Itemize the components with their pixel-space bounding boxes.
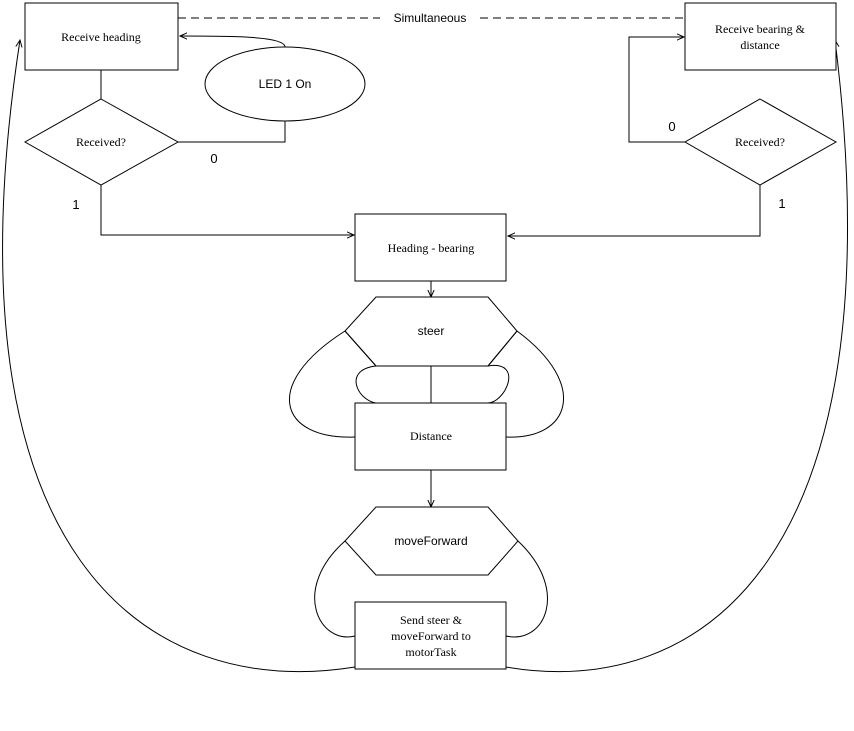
led-on-label: LED 1 On [259, 77, 312, 91]
steer-loop-outer-left [289, 330, 356, 438]
send-to-motortask-box [354, 601, 507, 670]
steer-loop-inner-right [485, 365, 510, 404]
moveforward-label: moveForward [394, 534, 467, 548]
moveforward-loop-left [314, 540, 356, 638]
receive-bearing-label-line2: distance [740, 38, 779, 52]
return-loop-right [505, 40, 848, 673]
distance-label: Distance [410, 429, 452, 443]
receive-heading-box [24, 2, 179, 71]
received-right-label: Received? [735, 135, 785, 149]
right-zero-label: 0 [668, 119, 675, 134]
send-label-line1: Send steer & [400, 613, 463, 627]
received-left-label: Received? [76, 135, 126, 149]
moveforward-loop-right [505, 540, 548, 638]
left-one-label: 1 [72, 197, 79, 212]
steer-loop-inner-left [355, 365, 381, 404]
connector-right-one [508, 185, 761, 236]
steer-inner-left [344, 330, 377, 367]
heading-bearing-label: Heading - bearing [388, 241, 475, 255]
send-label-line3: motorTask [405, 645, 456, 659]
heading-bearing-box [354, 213, 507, 282]
connector-left-one [100, 185, 354, 235]
connector-right-zero [628, 37, 685, 143]
steer-loop-outer-right [505, 330, 564, 438]
send-label-line2: moveForward to [391, 629, 471, 643]
left-zero-label: 0 [210, 151, 217, 166]
right-one-label: 1 [778, 196, 785, 211]
steer-inner-right [487, 330, 518, 367]
receive-bearing-box [684, 2, 837, 71]
steer-label: steer [418, 324, 445, 338]
receive-bearing-label-line1: Receive bearing & [715, 22, 806, 36]
connector-led-to-heading [180, 36, 286, 48]
connector-left-zero [178, 121, 286, 143]
receive-heading-label: Receive heading [61, 30, 141, 44]
return-loop-left [2, 40, 356, 673]
simultaneous-label: Simultaneous [394, 11, 467, 25]
